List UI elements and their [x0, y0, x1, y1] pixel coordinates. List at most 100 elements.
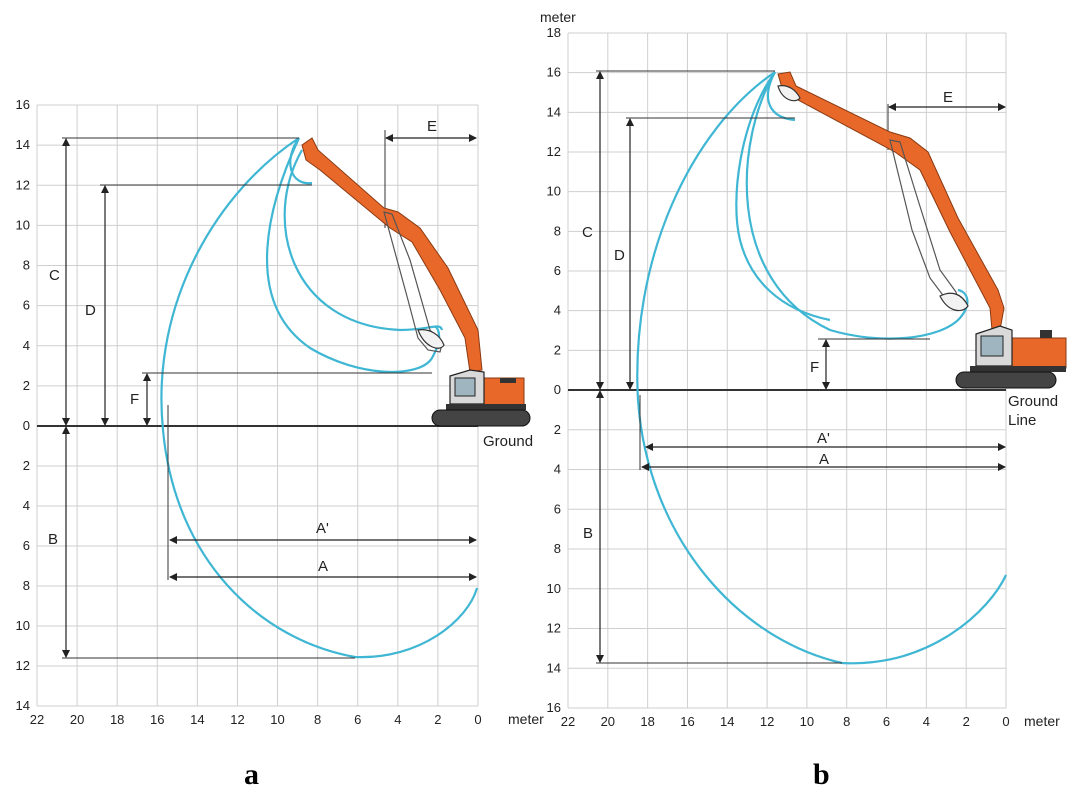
- y-tick-label: 16: [547, 700, 561, 715]
- y-tick-label: 14: [547, 104, 561, 119]
- y-tick-label: 2: [554, 422, 561, 437]
- y-tick-label: 12: [547, 621, 561, 636]
- panel-b-reach-envelope: [636, 71, 1008, 665]
- y-tick-label: 14: [16, 698, 30, 713]
- panel-a-label-A-prime: A': [316, 520, 329, 537]
- y-tick-label: 8: [23, 258, 30, 273]
- y-tick-label: 18: [547, 25, 561, 40]
- y-tick-label: 4: [23, 498, 30, 513]
- y-tick-label: 4: [554, 462, 561, 477]
- x-tick-label: 14: [720, 714, 734, 729]
- panel-a-dimension-arrows: [62, 134, 477, 658]
- y-tick-label: 8: [23, 578, 30, 593]
- panel-b-grid: [567, 32, 1007, 709]
- panel-b-label-C: C: [582, 224, 593, 241]
- y-tick-label: 10: [16, 618, 30, 633]
- panel-a-label-E: E: [427, 118, 437, 135]
- y-tick-label: 10: [547, 581, 561, 596]
- panel-a-inner-reach-curve: [283, 149, 444, 332]
- y-tick-label: 2: [23, 458, 30, 473]
- y-tick-label: 6: [554, 501, 561, 516]
- panel-b-outer-reach-curve: [636, 71, 1008, 665]
- panel-a-reach-envelope: [160, 137, 479, 659]
- panel-b-excavator-illustration: [777, 71, 1067, 389]
- y-tick-label: 12: [16, 177, 30, 192]
- y-tick-label: 6: [23, 298, 30, 313]
- x-tick-label: 0: [474, 712, 481, 727]
- panel-a-caption: a: [244, 758, 259, 791]
- x-tick-label: 12: [760, 714, 774, 729]
- panel-b-label-F: F: [810, 359, 819, 376]
- y-tick-label: 8: [554, 541, 561, 556]
- panel-b-label-E: E: [943, 89, 953, 106]
- y-tick-label: 0: [23, 418, 30, 433]
- panel-a-top-hook-curve: [289, 137, 313, 185]
- y-tick-label: 12: [16, 658, 30, 673]
- y-tick-label: 4: [23, 338, 30, 353]
- y-tick-label: 16: [547, 65, 561, 80]
- x-tick-label: 0: [1002, 714, 1009, 729]
- x-tick-label: 8: [843, 714, 850, 729]
- x-tick-label: 10: [270, 712, 284, 727]
- x-tick-label: 18: [640, 714, 654, 729]
- panel-a-label-D: D: [85, 302, 96, 319]
- x-tick-label: 4: [923, 714, 930, 729]
- panel-b-ground-label-line2: Line: [1008, 412, 1036, 429]
- x-tick-label: 20: [601, 714, 615, 729]
- x-tick-label: 22: [561, 714, 575, 729]
- panel-a-grid: [36, 104, 479, 707]
- x-tick-label: 6: [354, 712, 361, 727]
- x-tick-label: 22: [30, 712, 44, 727]
- x-tick-label: 12: [230, 712, 244, 727]
- panel-b-label-A-prime: A': [817, 430, 830, 447]
- x-tick-label: 20: [70, 712, 84, 727]
- x-tick-label: 18: [110, 712, 124, 727]
- y-tick-label: 8: [554, 223, 561, 238]
- panel-a-y-tick-labels: 16 14 12 10 8 6 4 2 0 2 4 6 8 10 12 14: [16, 97, 30, 713]
- y-tick-label: 12: [547, 144, 561, 159]
- y-tick-label: 16: [16, 97, 30, 112]
- x-tick-label: 14: [190, 712, 204, 727]
- y-tick-label: 6: [23, 538, 30, 553]
- panel-b-extension-lines: [596, 70, 930, 664]
- x-tick-label: 8: [314, 712, 321, 727]
- y-tick-label: 2: [23, 378, 30, 393]
- panel-b-mid-reach-curve: [745, 71, 969, 340]
- panel-b-dimension-arrows: [596, 71, 1006, 663]
- panel-b-caption: b: [813, 758, 830, 791]
- panel-a-x-unit: meter: [508, 711, 544, 727]
- panel-b-x-unit: meter: [1024, 713, 1060, 729]
- y-tick-label: 4: [554, 303, 561, 318]
- x-tick-label: 2: [434, 712, 441, 727]
- panel-a-label-A: A: [318, 558, 328, 575]
- x-tick-label: 10: [800, 714, 814, 729]
- panel-a-label-C: C: [49, 267, 60, 284]
- y-tick-label: 6: [554, 263, 561, 278]
- panel-b-label-A: A: [819, 451, 829, 468]
- x-tick-label: 6: [883, 714, 890, 729]
- x-tick-label: 16: [680, 714, 694, 729]
- y-tick-label: 2: [554, 342, 561, 357]
- x-tick-label: 4: [394, 712, 401, 727]
- panel-b-ground-label-line1: Ground: [1008, 393, 1058, 410]
- panel-b-y-unit: meter: [540, 9, 576, 25]
- y-tick-label: 10: [16, 217, 30, 232]
- panel-b-label-B: B: [583, 525, 593, 542]
- panel-b-inner-reach-curve: [735, 71, 831, 322]
- panel-a-ground-label: Ground: [483, 433, 533, 450]
- y-tick-label: 14: [16, 137, 30, 152]
- panel-b-label-D: D: [614, 247, 625, 264]
- panel-b-top-hook-curve: [766, 71, 796, 122]
- x-tick-label: 2: [963, 714, 970, 729]
- panel-a-label-F: F: [130, 391, 139, 408]
- y-tick-label: 10: [547, 184, 561, 199]
- panel-a-excavator-illustration: [301, 137, 531, 427]
- panel-a-outer-reach-curve: [160, 137, 479, 659]
- x-tick-label: 16: [150, 712, 164, 727]
